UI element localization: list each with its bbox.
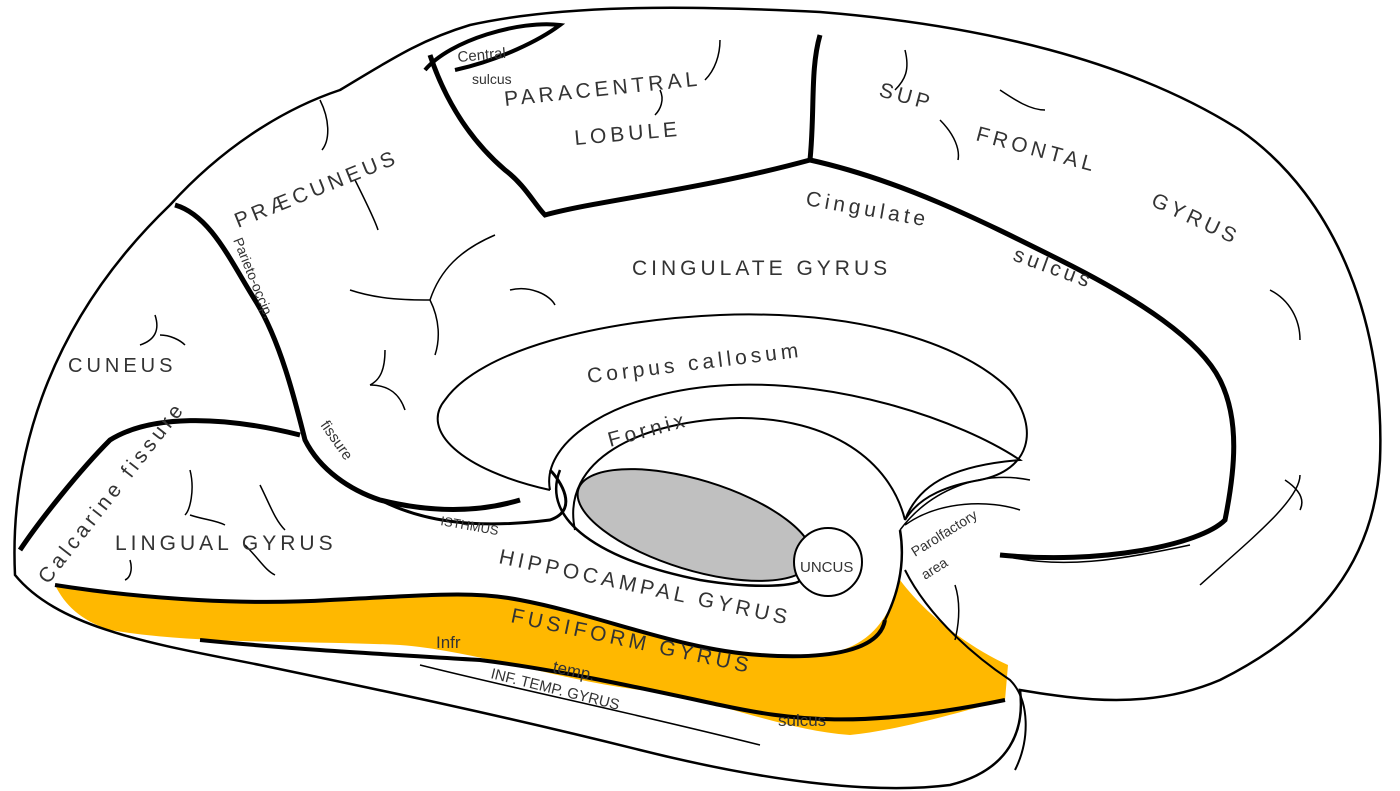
hippocampal-gyrus-outline	[554, 469, 904, 621]
isthmus-border	[379, 468, 568, 526]
fornix-outline	[572, 416, 906, 531]
lingual-gyrus-lower-border	[54, 583, 887, 659]
label-parieto-occip: Parieto-occip.	[230, 235, 277, 320]
label-central-sulcus-2: sulcus	[472, 71, 512, 87]
label-central-sulcus: Central	[457, 45, 507, 66]
paracentral-lobule-outline	[427, 34, 823, 218]
central-sulcus	[423, 22, 566, 72]
label-cingulate-gyrus: CINGULATE GYRUS	[632, 257, 891, 280]
minor-sulci	[124, 39, 1303, 641]
cingulate-sulcus	[809, 157, 1237, 561]
label-calcarine-fissure: Calcarine fissure	[34, 397, 190, 588]
label-frontal: FRONTAL	[974, 123, 1100, 177]
corpus-callosum-inner	[548, 383, 1023, 521]
inferior-temporal-sulcus	[199, 638, 1006, 722]
label-parolfactory-area: area	[918, 554, 950, 583]
label-sup: SUP	[877, 79, 936, 115]
fusiform-gyrus-region	[55, 580, 1008, 735]
temporal-pole-line	[904, 569, 1027, 771]
label-sulcus-cingulate: sulcus	[1010, 243, 1096, 293]
label-corpus-callosum: Corpus callosum	[586, 339, 804, 388]
label-parolfactory: Parolfactory	[908, 506, 980, 559]
label-gyrus-frontal: GYRUS	[1148, 189, 1244, 250]
label-fornix: Fornix	[605, 408, 691, 452]
label-isthmus: ISTHMUS	[439, 513, 500, 538]
label-lobule: LOBULE	[573, 118, 681, 150]
label-praecuneus: PRÆCUNEUS	[231, 146, 402, 233]
label-sulcus-temp: sulcus	[778, 711, 826, 730]
calcarine-fissure	[17, 418, 301, 552]
parolfactory-lines	[899, 474, 1301, 586]
label-cuneus: CUNEUS	[68, 355, 176, 377]
hemisphere-outline	[13, 6, 1382, 790]
uncus	[793, 527, 863, 597]
label-infr: Infr	[436, 633, 461, 652]
label-paracentral: PARACENTRAL	[503, 67, 702, 111]
label-fissure: fissure	[317, 418, 356, 464]
label-uncus: UNCUS	[800, 559, 853, 576]
parieto-occipital-fissure	[174, 202, 521, 512]
label-lingual-gyrus: LINGUAL GYRUS	[115, 532, 337, 555]
inf-temp-gyrus-line	[419, 664, 761, 746]
